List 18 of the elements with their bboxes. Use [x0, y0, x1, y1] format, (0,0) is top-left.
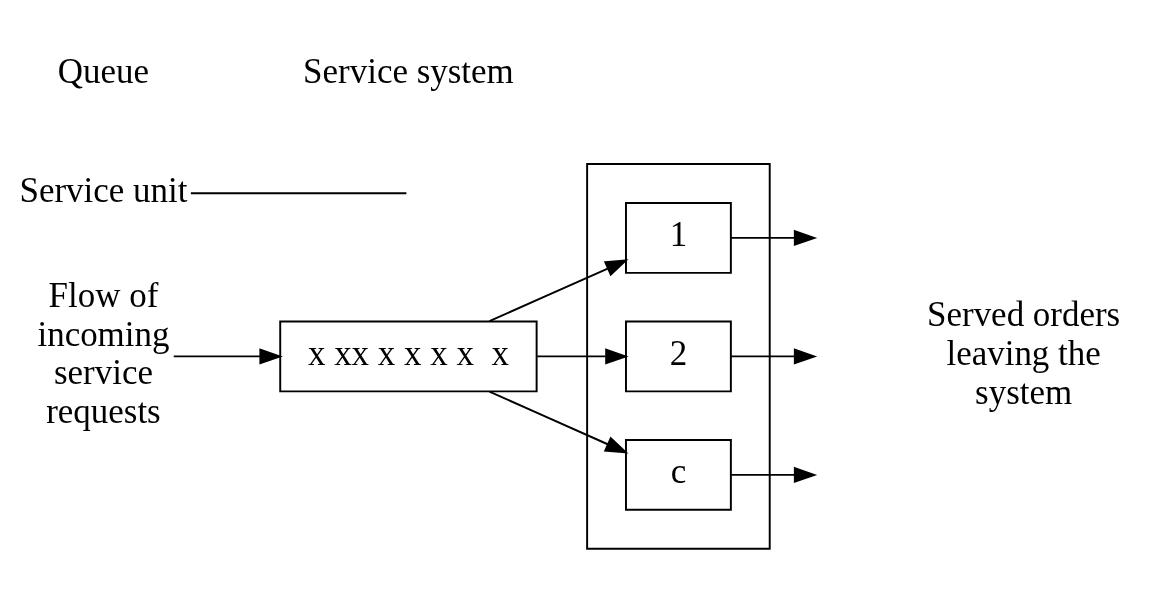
- label: Served orders leaving the system: [927, 295, 1121, 412]
- label: Queue: [57, 52, 150, 92]
- arrow: [172, 348, 283, 365]
- node-box: c: [625, 438, 732, 511]
- label: Service system: [303, 52, 514, 92]
- arrow: [536, 348, 629, 365]
- node-text: Service unit: [19, 170, 188, 210]
- arrow: [730, 229, 818, 247]
- connector: [189, 192, 408, 195]
- arrow: [730, 348, 818, 365]
- node-box: 1: [625, 201, 732, 274]
- arrow: [730, 466, 818, 484]
- arrow: [488, 390, 629, 454]
- cluster: [586, 163, 771, 550]
- node-box: 2: [625, 320, 732, 393]
- arrow: [488, 259, 629, 323]
- node-box: x xx x x x x x: [279, 320, 538, 393]
- node-text: Flow of incoming service requests: [37, 275, 170, 432]
